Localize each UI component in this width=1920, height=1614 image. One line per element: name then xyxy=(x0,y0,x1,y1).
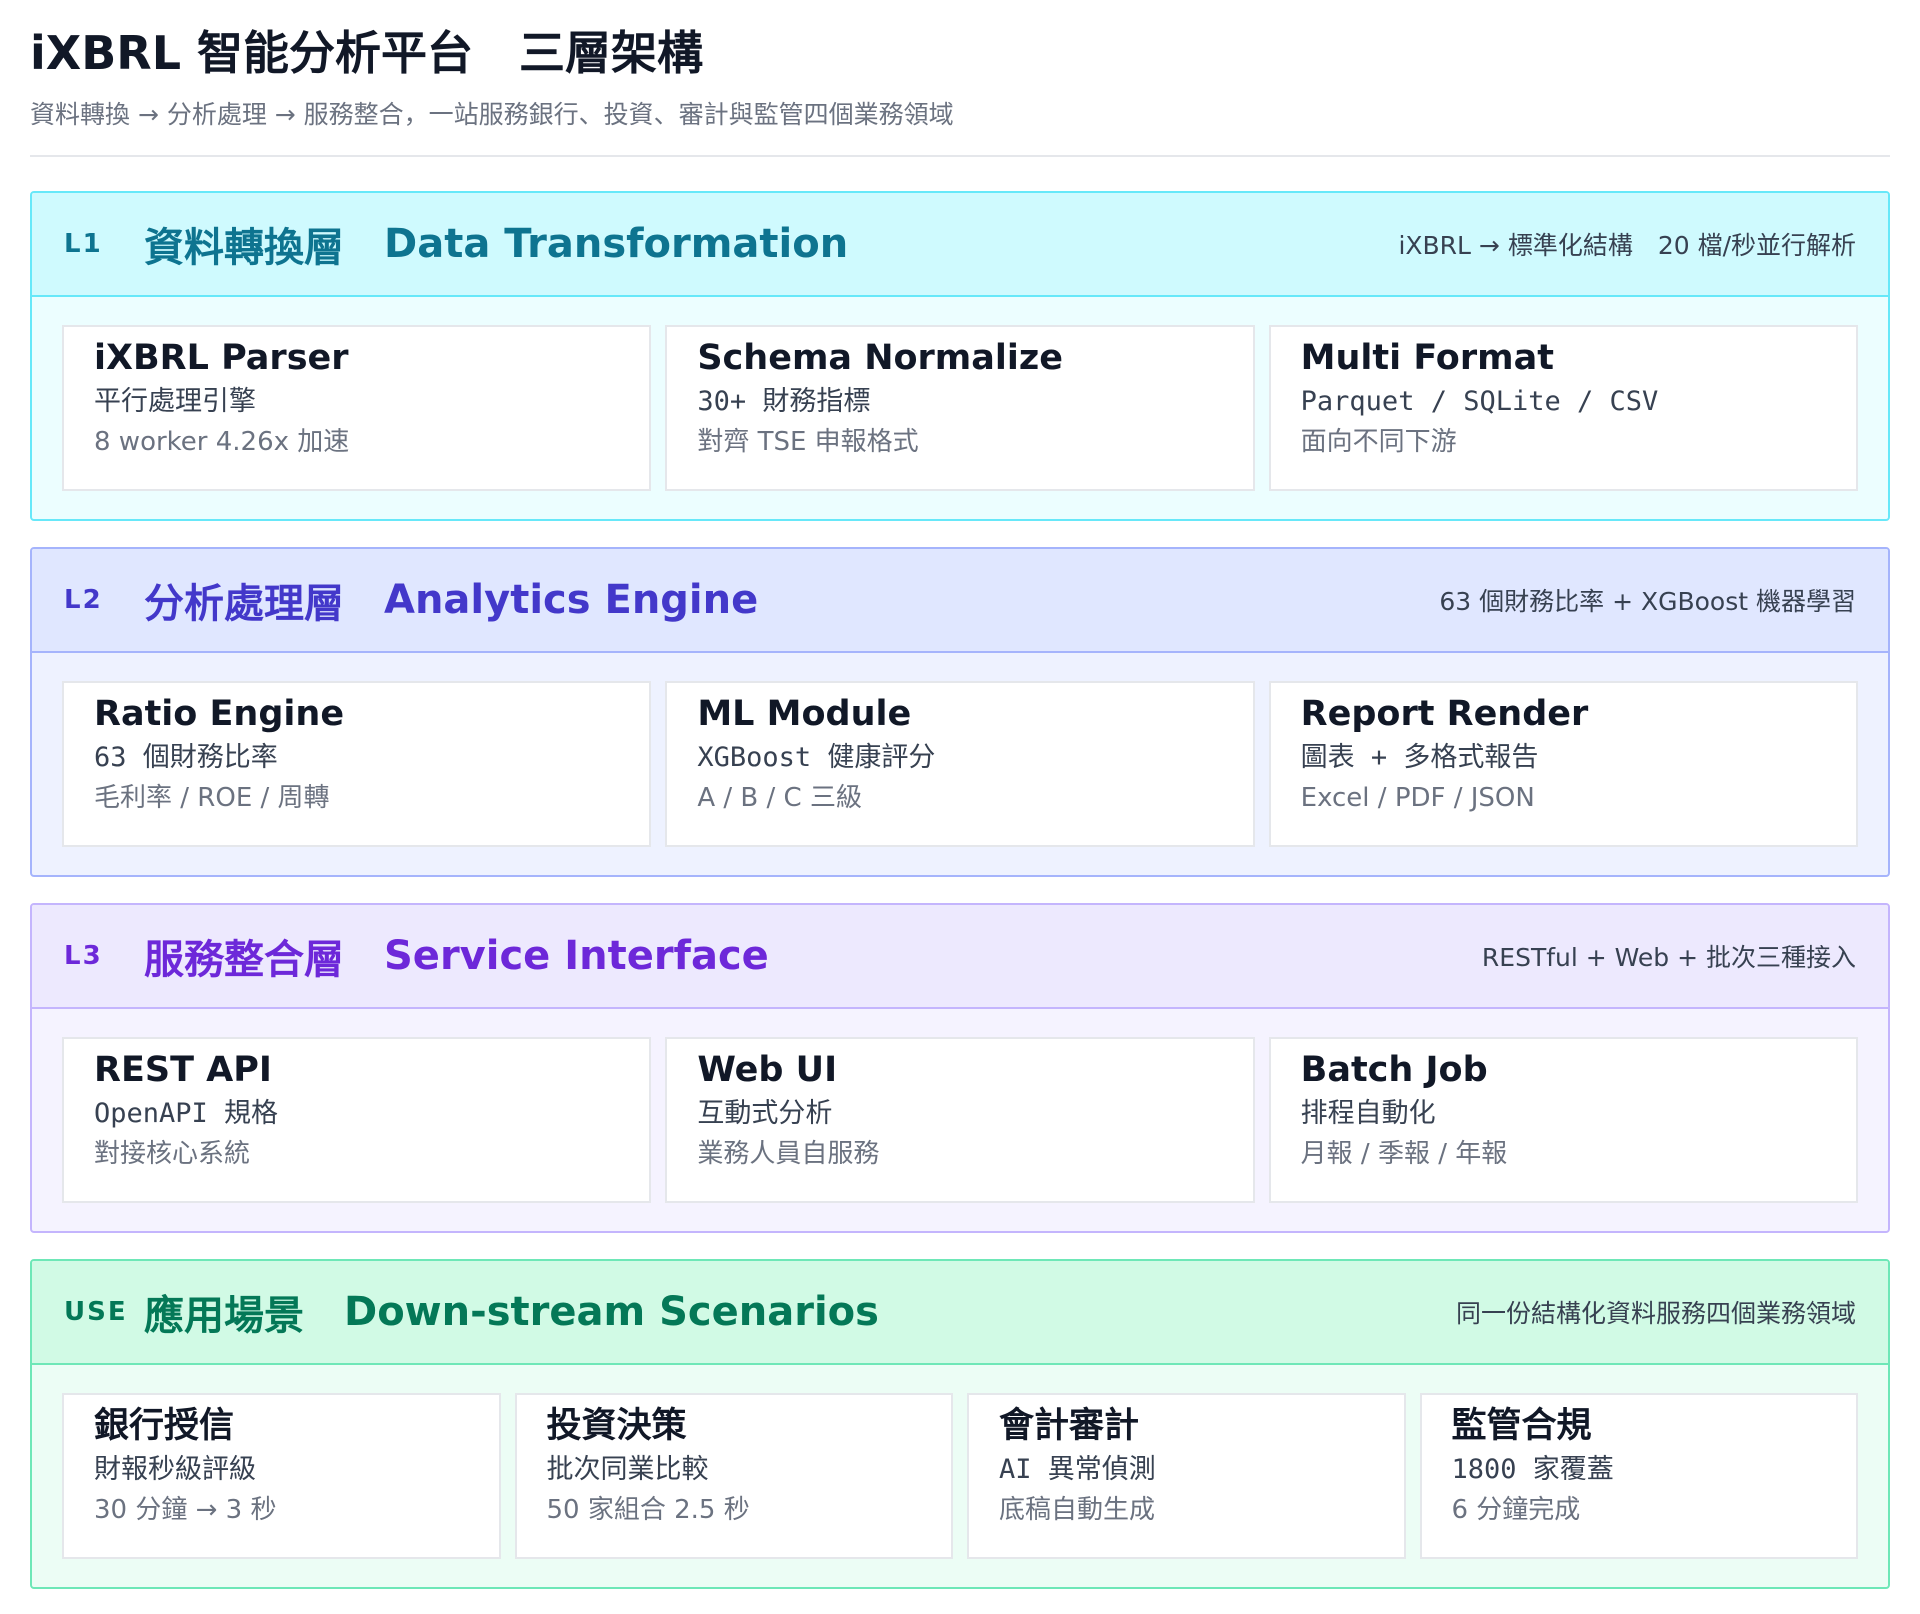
card-secondary-text: 50 家組合 2.5 秒 xyxy=(546,1495,750,1525)
layer-data-transformation: L1 資料轉換層 Data Transformation iXBRL → 標準化… xyxy=(30,191,1890,521)
layer-code: L2 xyxy=(64,585,103,615)
layer-note: 63 個財務比率 + XGBoost 機器學習 xyxy=(1439,587,1856,616)
layer-name-en: Service Interface xyxy=(384,933,769,979)
card-title: 銀行授信 xyxy=(94,1406,235,1446)
card-primary-text: 30+ 財務指標 xyxy=(697,386,871,417)
card-title: REST API xyxy=(94,1050,272,1090)
card-primary-text: 圖表 + 多格式報告 xyxy=(1300,742,1539,773)
card-primary-text: 財報秒級評級 xyxy=(94,1454,256,1485)
card-regulatory-compliance: 監管合規 1800 家覆蓋 6 分鐘完成 xyxy=(1419,1393,1858,1559)
card-secondary-text: 對齊 TSE 申報格式 xyxy=(697,427,919,457)
card-secondary-text: 30 分鐘 → 3 秒 xyxy=(94,1495,277,1525)
card-title: 投資決策 xyxy=(546,1406,687,1446)
layer-header: L1 資料轉換層 Data Transformation iXBRL → 標準化… xyxy=(32,193,1888,297)
layer-cards: Ratio Engine 63 個財務比率 毛利率 / ROE / 周轉 ML … xyxy=(32,653,1888,847)
card-title: 會計審計 xyxy=(999,1406,1140,1446)
layer-name-zh: 應用場景 xyxy=(144,1293,304,1339)
page-title: iXBRL 智能分析平台 三層架構 xyxy=(30,26,704,80)
card-rest-api: REST API OpenAPI 規格 對接核心系統 xyxy=(62,1037,652,1203)
page-subtitle: 資料轉換 → 分析處理 → 服務整合，一站服務銀行、投資、審計與監管四個業務領域 xyxy=(30,100,954,129)
layer-code: USE xyxy=(64,1297,128,1327)
layer-cards: REST API OpenAPI 規格 對接核心系統 Web UI 互動式分析 … xyxy=(32,1009,1888,1203)
card-primary-text: 互動式分析 xyxy=(697,1098,833,1129)
layer-note: iXBRL → 標準化結構 20 檔/秒並行解析 xyxy=(1398,231,1856,260)
card-secondary-text: 底稿自動生成 xyxy=(999,1495,1156,1525)
layer-name-zh: 服務整合層 xyxy=(144,937,344,983)
layer-name-zh: 分析處理層 xyxy=(144,581,344,627)
card-accounting-audit: 會計審計 AI 異常偵測 底稿自動生成 xyxy=(967,1393,1406,1559)
layer-code: L1 xyxy=(64,229,103,259)
card-title: 監管合規 xyxy=(1451,1406,1592,1446)
header-divider xyxy=(30,155,1890,157)
card-title: ML Module xyxy=(697,694,912,734)
card-investment-decision: 投資決策 批次同業比較 50 家組合 2.5 秒 xyxy=(514,1393,953,1559)
layer-downstream-scenarios: USE 應用場景 Down-stream Scenarios 同一份結構化資料服… xyxy=(30,1259,1890,1589)
card-batch-job: Batch Job 排程自動化 月報 / 季報 / 年報 xyxy=(1268,1037,1858,1203)
layer-cards: iXBRL Parser 平行處理引擎 8 worker 4.26x 加速 Sc… xyxy=(32,297,1888,491)
card-title: Schema Normalize xyxy=(697,338,1063,378)
layer-name-en: Analytics Engine xyxy=(384,577,759,623)
layer-note: 同一份結構化資料服務四個業務領域 xyxy=(1455,1299,1856,1328)
card-secondary-text: 對接核心系統 xyxy=(94,1139,251,1169)
card-primary-text: 批次同業比較 xyxy=(546,1454,709,1485)
card-secondary-text: 面向不同下游 xyxy=(1300,427,1457,457)
layer-code: L3 xyxy=(64,941,103,971)
layer-cards: 銀行授信 財報秒級評級 30 分鐘 → 3 秒 投資決策 批次同業比較 50 家… xyxy=(32,1365,1888,1559)
card-primary-text: 排程自動化 xyxy=(1300,1098,1436,1129)
page-header: iXBRL 智能分析平台 三層架構 資料轉換 → 分析處理 → 服務整合，一站服… xyxy=(30,0,1890,157)
card-secondary-text: 毛利率 / ROE / 周轉 xyxy=(94,783,330,813)
card-secondary-text: Excel / PDF / JSON xyxy=(1300,783,1535,813)
card-report-render: Report Render 圖表 + 多格式報告 Excel / PDF / J… xyxy=(1268,681,1858,847)
layer-stack: L1 資料轉換層 Data Transformation iXBRL → 標準化… xyxy=(30,191,1890,1589)
layer-name-zh: 資料轉換層 xyxy=(144,225,344,271)
card-secondary-text: 8 worker 4.26x 加速 xyxy=(94,427,350,457)
card-schema-normalize: Schema Normalize 30+ 財務指標 對齊 TSE 申報格式 xyxy=(665,325,1255,491)
card-bank-credit: 銀行授信 財報秒級評級 30 分鐘 → 3 秒 xyxy=(62,1393,501,1559)
card-primary-text: OpenAPI 規格 xyxy=(94,1098,279,1129)
card-ixbrl-parser: iXBRL Parser 平行處理引擎 8 worker 4.26x 加速 xyxy=(62,325,652,491)
card-web-ui: Web UI 互動式分析 業務人員自服務 xyxy=(665,1037,1255,1203)
layer-header: L2 分析處理層 Analytics Engine 63 個財務比率 + XGB… xyxy=(32,549,1888,653)
layer-name-en: Data Transformation xyxy=(384,221,849,267)
card-primary-text: 1800 家覆蓋 xyxy=(1451,1454,1614,1485)
card-secondary-text: 6 分鐘完成 xyxy=(1451,1495,1581,1525)
card-primary-text: 平行處理引擎 xyxy=(94,386,256,417)
layer-name-en: Down-stream Scenarios xyxy=(344,1289,879,1335)
card-secondary-text: 業務人員自服務 xyxy=(697,1139,880,1169)
card-ratio-engine: Ratio Engine 63 個財務比率 毛利率 / ROE / 周轉 xyxy=(62,681,652,847)
card-primary-text: XGBoost 健康評分 xyxy=(697,742,936,773)
card-ml-module: ML Module XGBoost 健康評分 A / B / C 三級 xyxy=(665,681,1255,847)
card-title: Ratio Engine xyxy=(94,694,345,734)
card-title: Multi Format xyxy=(1300,338,1554,378)
card-secondary-text: A / B / C 三級 xyxy=(697,783,862,813)
layer-header: L3 服務整合層 Service Interface RESTful + Web… xyxy=(32,905,1888,1009)
card-primary-text: 63 個財務比率 xyxy=(94,742,278,773)
layer-note: RESTful + Web + 批次三種接入 xyxy=(1481,943,1856,972)
card-primary-text: Parquet / SQLite / CSV xyxy=(1300,386,1659,417)
card-title: Web UI xyxy=(697,1050,838,1090)
card-title: Report Render xyxy=(1300,694,1589,734)
layer-header: USE 應用場景 Down-stream Scenarios 同一份結構化資料服… xyxy=(32,1261,1888,1365)
layer-service-interface: L3 服務整合層 Service Interface RESTful + Web… xyxy=(30,903,1890,1233)
card-title: Batch Job xyxy=(1300,1050,1488,1090)
card-secondary-text: 月報 / 季報 / 年報 xyxy=(1300,1139,1508,1169)
card-multi-format: Multi Format Parquet / SQLite / CSV 面向不同… xyxy=(1268,325,1858,491)
layer-analytics-engine: L2 分析處理層 Analytics Engine 63 個財務比率 + XGB… xyxy=(30,547,1890,877)
card-primary-text: AI 異常偵測 xyxy=(999,1454,1156,1485)
card-title: iXBRL Parser xyxy=(94,338,349,378)
